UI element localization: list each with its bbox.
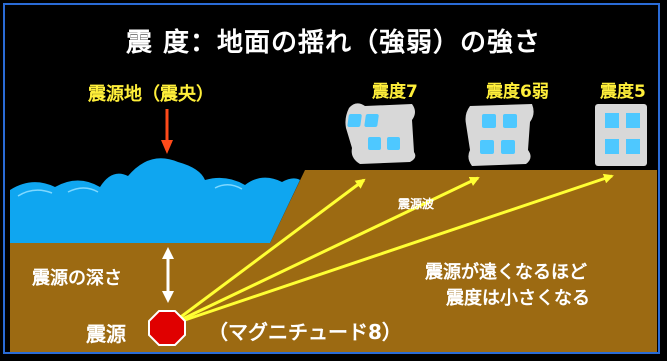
sea-highlight: [17, 184, 243, 197]
intensity-7-label: 震度7: [372, 82, 418, 102]
diagram-frame: [3, 3, 660, 354]
note-line-1: 震源が遠くなるほど: [425, 262, 587, 283]
epicenter-label: 震源地（震央）: [88, 84, 214, 105]
building-icon: [595, 104, 647, 166]
note-line-2: 震度は小さくなる: [446, 288, 590, 309]
building-icon: [465, 104, 534, 166]
seismic-wave-arrows: [169, 173, 614, 327]
hypocenter-circle-icon: [148, 310, 186, 346]
sea: [10, 158, 300, 243]
building-icon: [345, 103, 416, 164]
hypocenter-label: 震源: [86, 322, 126, 346]
seismic-wave-label: 震源波: [398, 197, 435, 211]
intensity-6-weak-label: 震度6弱: [486, 82, 549, 102]
depth-label: 震源の深さ: [32, 268, 122, 289]
diagram-title: 震 度：地面の揺れ（強弱）の強さ: [125, 28, 542, 58]
magnitude-label: （マグニチュード8）: [208, 320, 402, 344]
intensity-5-label: 震度5: [600, 82, 646, 102]
